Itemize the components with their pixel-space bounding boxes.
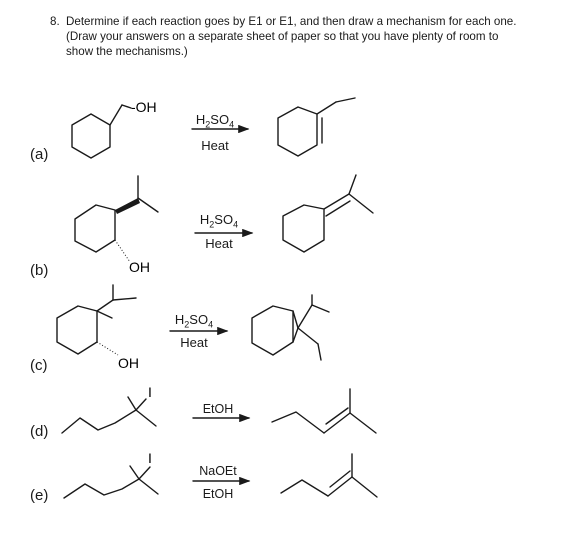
product-c — [251, 294, 330, 361]
product-a — [277, 97, 356, 157]
question-line-2: (Draw your answers on a separate sheet o… — [66, 30, 499, 43]
reagent-a-bottom: Heat — [201, 138, 229, 153]
substituent-d: I — [148, 384, 152, 400]
reagent-b-top: H2SO4 — [199, 212, 239, 230]
reactant-b: OH — [74, 175, 159, 275]
product-e — [280, 453, 378, 498]
substituent-b: OH — [129, 259, 150, 275]
label-d: (d) — [30, 423, 49, 440]
reagent-a-top: H2SO4 — [195, 112, 235, 130]
label-c: (c) — [30, 357, 48, 374]
reagent-d-top: EtOH — [202, 402, 234, 416]
reactant-e: I — [63, 450, 159, 499]
label-e: (e) — [30, 487, 49, 504]
reagent-e-top: NaOEt — [199, 464, 237, 478]
reactant-d: I — [61, 384, 157, 434]
substituent-c: OH — [118, 355, 139, 371]
reagent-c-bottom: Heat — [180, 335, 208, 350]
substituent-a: -OH — [131, 99, 157, 115]
product-d — [271, 388, 377, 434]
label-b: (b) — [30, 262, 49, 279]
reactant-c: OH — [56, 284, 139, 371]
substituent-e: I — [148, 450, 152, 466]
product-b — [282, 174, 374, 253]
label-a: (a) — [30, 146, 49, 163]
question-line-1: Determine if each reaction goes by E1 or… — [66, 15, 517, 28]
reagent-b-bottom: Heat — [205, 236, 233, 251]
reagent-c-top: H2SO4 — [174, 312, 214, 330]
question-line-3: show the mechanisms.) — [66, 45, 188, 58]
question-number: 8. — [50, 15, 60, 28]
reactant-a: -OH — [71, 99, 157, 159]
reagent-e-bottom: EtOH — [202, 487, 234, 501]
